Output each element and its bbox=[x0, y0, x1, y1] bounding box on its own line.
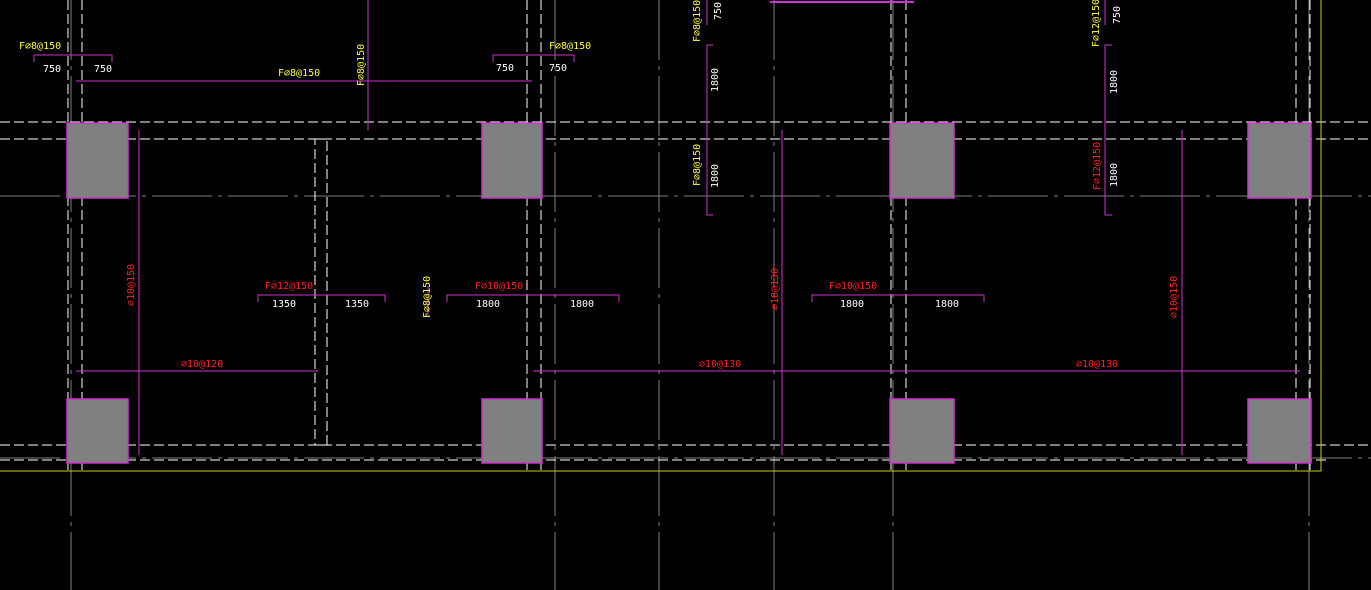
label-vertical-mid-2: F⌀8@150 bbox=[692, 144, 703, 186]
dim-top-right-b: 750 bbox=[549, 63, 567, 74]
column[interactable] bbox=[889, 122, 955, 199]
label-mid-vertical-small: F⌀8@150 bbox=[422, 276, 433, 318]
dim-mid-span-2b: 1800 bbox=[570, 299, 594, 310]
label-left-bay-bottom: ⌀10@120 bbox=[181, 359, 223, 370]
label-right-span: F⌀10@150 bbox=[829, 281, 877, 292]
dim-mid-span-1b: 1350 bbox=[345, 299, 369, 310]
label-right-vertical: ⌀10@150 bbox=[1169, 276, 1180, 318]
column[interactable] bbox=[889, 398, 955, 464]
label-vertical-right: F⌀12@150 bbox=[1091, 0, 1102, 47]
column[interactable] bbox=[66, 398, 129, 464]
dim-vertical-mid-a: 1800 bbox=[710, 68, 721, 92]
beam-outlines bbox=[0, 0, 1371, 470]
column[interactable] bbox=[481, 122, 543, 199]
rebar-lines bbox=[33, 0, 1300, 455]
dim-top-left-a: 750 bbox=[43, 64, 61, 75]
rebar-top-right-corner bbox=[492, 54, 575, 62]
dim-vertical-mid-b: 1800 bbox=[710, 164, 721, 188]
dim-vertical-right-b: 1800 bbox=[1109, 163, 1120, 187]
label-top-left-corner: F⌀8@150 bbox=[19, 41, 61, 52]
rebar-vertical-right bbox=[1104, 44, 1112, 216]
dim-vertical-mid-top: 750 bbox=[713, 2, 724, 20]
dim-vertical-right-top: 750 bbox=[1112, 6, 1123, 24]
rebar-right-span bbox=[811, 294, 985, 302]
label-center-bottom: ⌀10@130 bbox=[699, 359, 741, 370]
label-top-vertical: F⌀8@150 bbox=[356, 44, 367, 86]
column[interactable] bbox=[66, 122, 129, 199]
column[interactable] bbox=[481, 398, 543, 464]
dim-top-right-a: 750 bbox=[496, 63, 514, 74]
dim-right-span-b: 1800 bbox=[935, 299, 959, 310]
slab-boundary bbox=[0, 0, 1322, 472]
label-mid-span-1: F⌀12@150 bbox=[265, 281, 313, 292]
rebar-mid-span-1 bbox=[257, 294, 386, 302]
label-vertical-right-2: F⌀12@150 bbox=[1092, 142, 1103, 190]
dim-mid-span-1a: 1350 bbox=[272, 299, 296, 310]
column[interactable] bbox=[1247, 122, 1312, 199]
label-right-bottom: ⌀10@130 bbox=[1076, 359, 1118, 370]
label-mid-span-2: F⌀10@150 bbox=[475, 281, 523, 292]
rebar-labels: F⌀8@150 750 750 F⌀8@150 F⌀8@150 F⌀8@150 … bbox=[19, 0, 1180, 370]
dim-vertical-right-a: 1800 bbox=[1109, 70, 1120, 94]
rebar-vertical-mid bbox=[706, 44, 713, 216]
label-left-bay-vertical: ⌀10@150 bbox=[126, 264, 137, 306]
label-top-right-corner: F⌀8@150 bbox=[549, 41, 591, 52]
label-center-vertical: ⌀10@130 bbox=[770, 268, 781, 310]
column[interactable] bbox=[1247, 398, 1312, 464]
rebar-top-left-corner bbox=[33, 54, 113, 62]
dim-right-span-a: 1800 bbox=[840, 299, 864, 310]
secondary-beam bbox=[314, 138, 328, 446]
dim-top-left-b: 750 bbox=[94, 64, 112, 75]
label-top-span: F⌀8@150 bbox=[278, 68, 320, 79]
label-vertical-mid: F⌀8@150 bbox=[692, 0, 703, 42]
columns bbox=[66, 122, 1312, 464]
rebar-mid-span-2 bbox=[446, 294, 620, 302]
dim-mid-span-2a: 1800 bbox=[476, 299, 500, 310]
